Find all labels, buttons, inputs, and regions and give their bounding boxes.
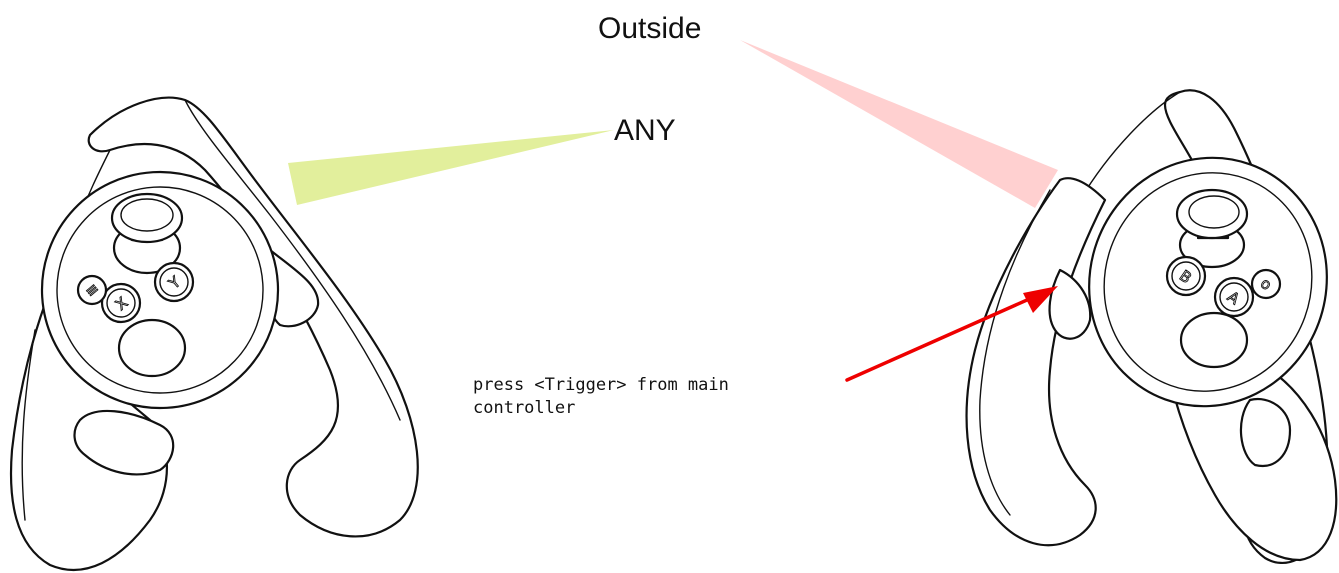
outside-label: Outside [598, 12, 701, 45]
right-oculus-button: o [1250, 268, 1282, 300]
left-thumbstick [110, 192, 184, 275]
right-face-plate [1088, 156, 1328, 408]
right-button-b: B [1165, 255, 1207, 297]
left-tracking-ring [87, 96, 419, 538]
left-touch-controller-icon: X Y ≡ [9, 96, 419, 572]
trigger-note-line1: press <Trigger> from main [473, 375, 729, 395]
outside-callout-pointer [740, 40, 1058, 208]
left-grip-button [73, 409, 175, 476]
right-touch-controller-icon: B A o [965, 89, 1338, 565]
trigger-note-line2: controller [473, 398, 575, 418]
left-button-x: X [100, 282, 142, 324]
right-button-a: A [1213, 276, 1255, 318]
right-grip-button [1239, 397, 1292, 468]
right-ring-front [965, 177, 1107, 547]
right-thumb-rest [1179, 311, 1249, 369]
left-menu-button: ≡ [76, 274, 108, 306]
left-thumb-rest [117, 318, 187, 378]
any-callout-pointer [288, 130, 614, 205]
left-button-y: Y [153, 261, 195, 303]
right-trigger [1048, 268, 1092, 340]
right-thumbstick [1175, 188, 1249, 269]
red-arrow-icon [845, 286, 1058, 382]
any-label: ANY [614, 114, 676, 147]
